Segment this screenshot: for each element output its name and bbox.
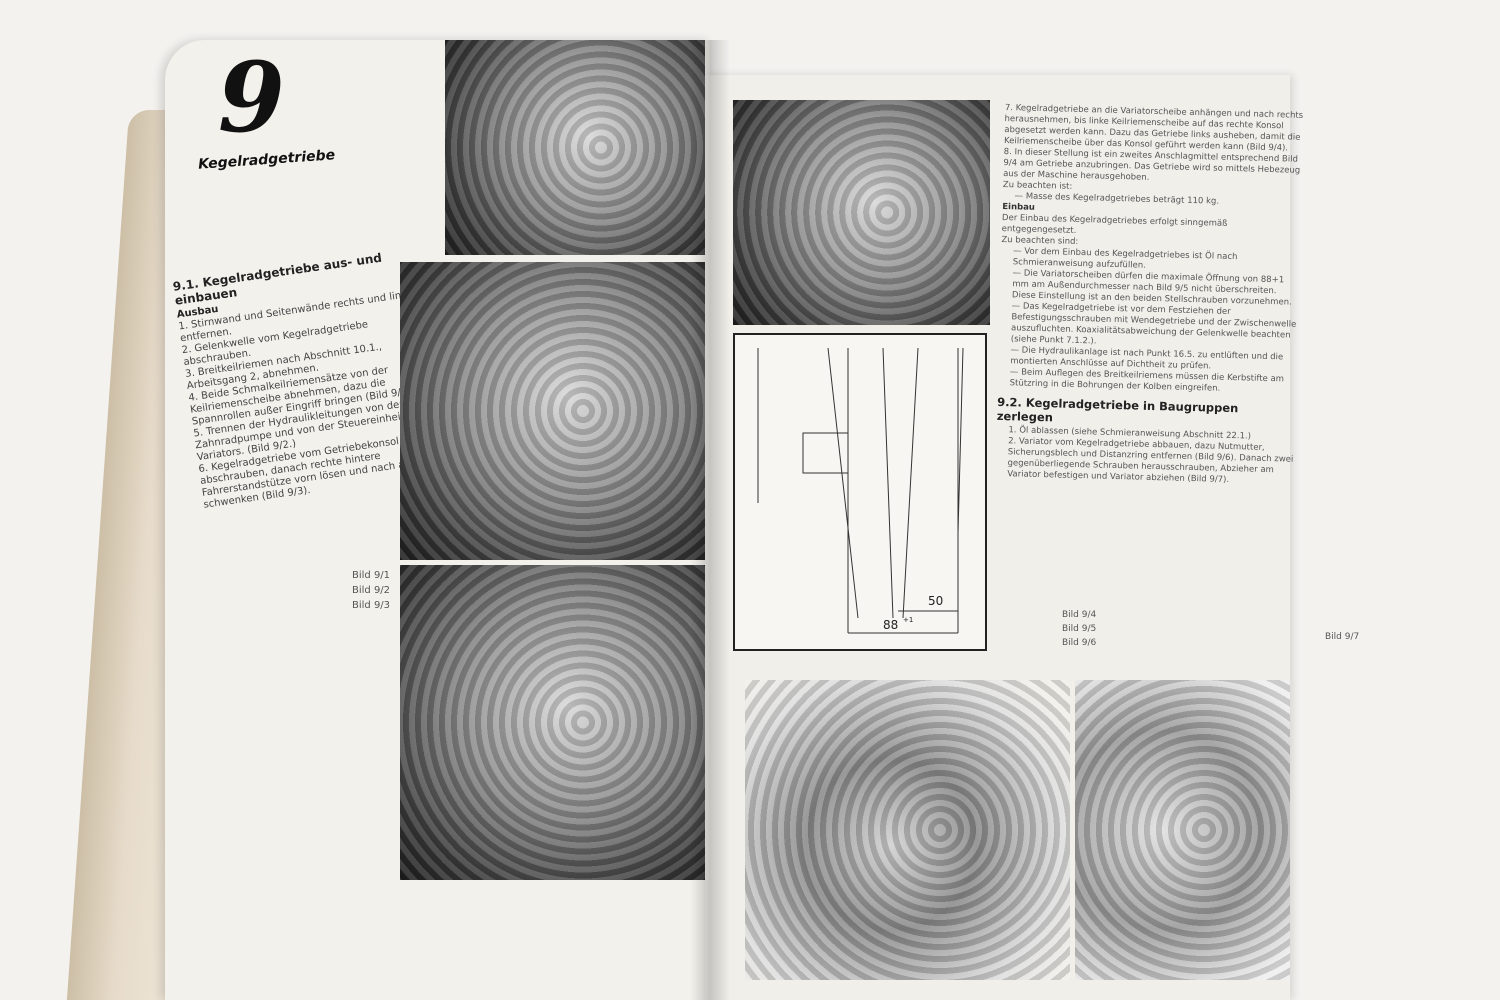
dimension-50: 50 — [928, 594, 943, 608]
book-gutter — [690, 40, 730, 1000]
einbau-note: — Das Kegelradgetriebe ist vor dem Festz… — [1010, 301, 1297, 347]
photo-bild-9-2 — [400, 262, 705, 560]
photo-bild-9-4 — [733, 100, 990, 325]
captions-left: Bild 9/1 Bild 9/2 Bild 9/3 — [352, 568, 390, 613]
photo-bild-9-3 — [400, 565, 705, 880]
step: 7. Kegelradgetriebe an die Variatorschei… — [1003, 103, 1304, 154]
chapter-number: 9 — [218, 41, 285, 154]
einbau-heading: Einbau — [1002, 201, 1036, 213]
dimension-88: 88 — [883, 618, 898, 632]
photo-bild-9-7 — [1075, 680, 1290, 980]
step: 2. Variator vom Kegelradgetriebe abbauen… — [1007, 436, 1294, 485]
caption: Bild 9/3 — [352, 600, 391, 611]
photo-bild-9-1 — [445, 40, 705, 255]
right-page-text: 7. Kegelradgetriebe an die Variatorschei… — [995, 103, 1305, 488]
caption: Bild 9/4 — [1062, 610, 1097, 620]
caption: Bild 9/6 — [1062, 638, 1097, 648]
captions-right: Bild 9/4 Bild 9/5 Bild 9/6 — [1062, 608, 1096, 650]
caption: Bild 9/2 — [352, 585, 391, 596]
dimension-tolerance: +1 — [903, 616, 913, 624]
caption: Bild 9/5 — [1062, 624, 1097, 634]
diagram-bild-9-5: 50 88 +1 — [733, 333, 987, 651]
caption-bild-9-7: Bild 9/7 — [1325, 632, 1360, 642]
photo-bild-9-6 — [745, 680, 1070, 980]
caption: Bild 9/1 — [352, 570, 391, 581]
